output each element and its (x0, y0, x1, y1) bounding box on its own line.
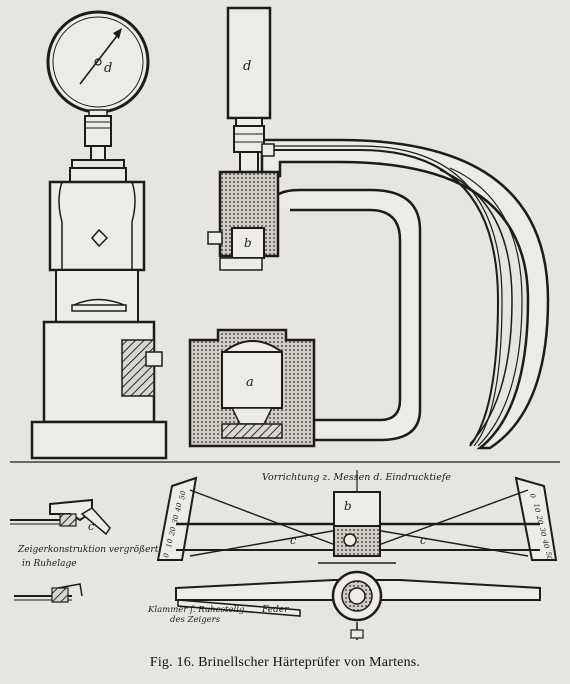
scale-right-tick: 0 (528, 493, 537, 499)
scale-right: 0 10 20 30 40 50 (528, 493, 554, 562)
lever-c-right-label: c (420, 534, 426, 547)
scale-right-tick: 30 (538, 527, 548, 538)
caption-prefix: Fig. 16. (149, 655, 195, 670)
piston-a-label: a (246, 375, 254, 390)
scale-right-tick: 10 (532, 503, 542, 514)
figure-caption: Fig. 16. Brinellscher Härteprüfer von Ma… (0, 655, 570, 671)
scale-left-tick: 20 (168, 526, 178, 538)
pointer-detail-small (14, 583, 83, 603)
scale-left-tick: 50 (178, 490, 188, 501)
measure-b-label: b (344, 499, 352, 513)
lever-c-left-label: c (290, 534, 296, 547)
scale-right-tick: 40 (541, 538, 551, 550)
caption-text: Brinellscher Härteprüfer von Martens. (198, 655, 421, 670)
pointer-detail-enlarged (10, 498, 111, 536)
klammer-label-2: des Zeigers (170, 615, 221, 625)
left-gauge-assembly (30, 10, 168, 460)
depth-measuring-device (156, 470, 558, 640)
gauge-label: d (104, 61, 112, 76)
scale-left-tick: 40 (174, 502, 184, 514)
scale-right-tick: 50 (544, 551, 554, 562)
gauge-dial-icon (46, 10, 150, 114)
gauge-needle (79, 31, 121, 85)
scale-left-tick: 30 (171, 514, 181, 525)
zeiger-label-2: in Ruhelage (22, 559, 77, 569)
zeiger-label-1: Zeigerkonstruktion vergrößert (17, 545, 159, 555)
pointer-c-label: c (88, 520, 94, 533)
scale-right-tick: 20 (535, 514, 545, 526)
klammer-label-1: Klammer f. Ruhestellg. (147, 605, 247, 615)
scale-left-tick: 10 (165, 538, 175, 549)
hardness-press-frame (10, 6, 560, 463)
scale-left: 50 40 30 20 10 0 (162, 490, 188, 559)
piston-a (221, 351, 283, 409)
measure-title: Vorrichtung z. Messen d. Eindrucktiefe (262, 472, 451, 483)
feder-label: Feder (261, 605, 289, 615)
scale-left-tick: 0 (162, 552, 171, 558)
cylinder-label: d (243, 59, 251, 74)
block-b-label: b (244, 236, 252, 250)
